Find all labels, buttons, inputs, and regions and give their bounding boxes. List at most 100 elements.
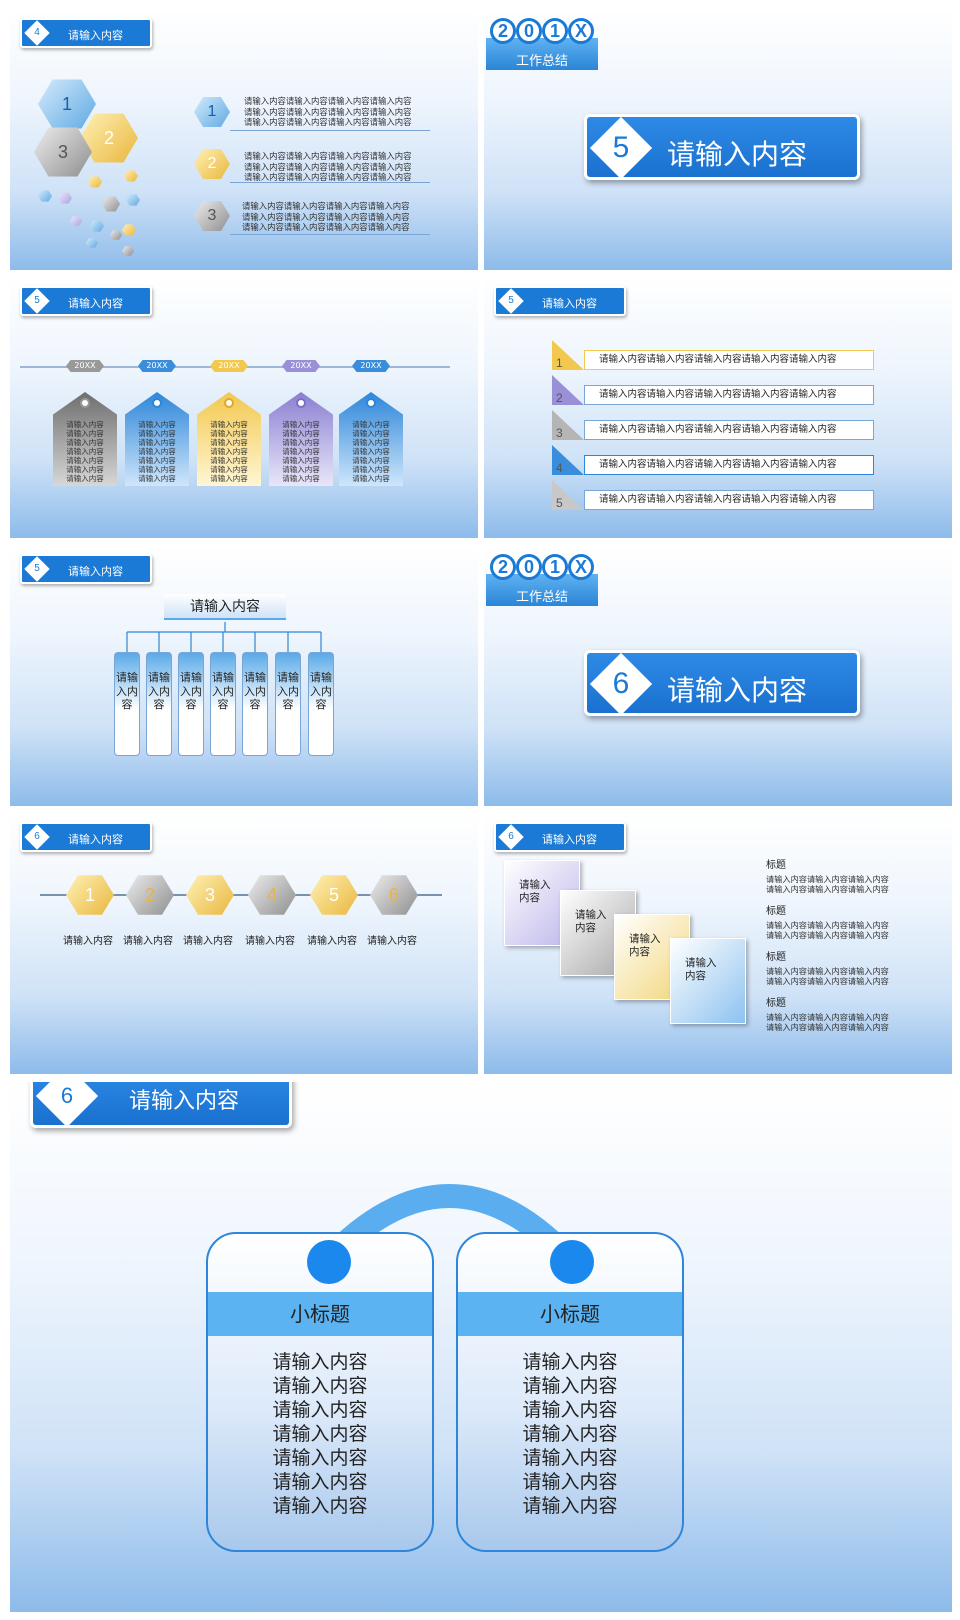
list-item: 请输入内容请输入内容请输入内容请输入内容请输入内容 xyxy=(584,490,874,510)
slide-6: 2 0 1 X 工作总结 6 请输入内容 xyxy=(484,546,952,806)
slide-9: 6 请输入内容 小标题 请输入内容 请输入内容 请输入内容 请输入内容 请输入内… xyxy=(10,1082,952,1612)
section-tag: 6 请输入内容 xyxy=(20,822,152,852)
tag-number: 6 xyxy=(34,831,40,842)
card-hole xyxy=(366,398,376,408)
step-1-hexagon: 1 xyxy=(66,875,114,915)
small-hexagon xyxy=(38,190,52,202)
slide-5: 5 请输入内容 请输入内容 请输入内容 请输入内容 请输入内容 请输入内容 请输… xyxy=(10,546,478,806)
small-hexagon xyxy=(110,230,122,240)
card-line: 请输入内容 xyxy=(522,1399,618,1421)
process-line xyxy=(40,894,442,896)
item-text: 请输入内容请输入内容请输入内容请输入内容请输入内容请输入内容 xyxy=(766,874,889,894)
step-4-hexagon: 4 xyxy=(248,875,296,915)
year-pill: 20XX xyxy=(66,360,104,372)
row-3-hexagon: 3 xyxy=(194,200,230,232)
small-hexagon xyxy=(102,196,120,212)
small-hexagon xyxy=(58,192,72,204)
small-hexagon xyxy=(122,246,134,256)
tag-label: 请输入内容 xyxy=(542,297,597,310)
item-heading: 标题 xyxy=(766,998,786,1009)
card-knob xyxy=(307,1240,351,1284)
org-column: 请输入内容 xyxy=(242,652,268,756)
triangle-blue xyxy=(552,445,584,475)
stack-card: 请输入 内容 xyxy=(670,938,746,1024)
tag-label: 请输入内容 xyxy=(68,29,123,42)
card-line: 请输入内容 xyxy=(272,1471,368,1493)
info-card-right: 小标题 请输入内容 请输入内容 请输入内容 请输入内容 请输入内容 请输入内容 … xyxy=(456,1232,684,1552)
section-number: 6 xyxy=(612,667,630,700)
row-2-hexagon: 2 xyxy=(194,148,230,180)
step-label: 请输入内容 xyxy=(307,936,357,947)
org-column: 请输入内容 xyxy=(178,652,204,756)
slide-1: 4 请输入内容 1 2 3 1 请输入内容请输入内容请输入内容请输入内容请输入内… xyxy=(10,10,478,270)
triangle-gray xyxy=(552,410,584,440)
slide-2: 2 0 1 X 工作总结 5 请输入内容 xyxy=(484,10,952,270)
card-line: 请输入内容 xyxy=(522,1471,618,1493)
card-hole xyxy=(152,398,162,408)
card-hole xyxy=(80,398,90,408)
tag-number: 5 xyxy=(34,295,40,306)
section-title: 请输入内容 xyxy=(667,138,808,171)
step-label: 请输入内容 xyxy=(245,936,295,947)
step-2-hexagon: 2 xyxy=(126,875,174,915)
year-digit: 0 xyxy=(516,554,542,580)
card-text: 请输入内容请输入内容请输入内容请输入内容请输入内容请输入内容请输入内容 xyxy=(210,420,248,483)
year-digit: 2 xyxy=(490,554,516,580)
org-column: 请输入内容 xyxy=(210,652,236,756)
org-connectors xyxy=(126,622,322,652)
section-title: 请输入内容 xyxy=(129,1089,240,1114)
card-heading: 小标题 xyxy=(458,1292,682,1336)
year-pill: 20XX xyxy=(352,360,390,372)
row-divider xyxy=(230,234,430,235)
step-label: 请输入内容 xyxy=(123,936,173,947)
step-label: 请输入内容 xyxy=(183,936,233,947)
tag-number: 5 xyxy=(34,563,40,574)
item-text: 请输入内容请输入内容请输入内容请输入内容请输入内容请输入内容 xyxy=(766,920,889,940)
year-digit: 1 xyxy=(542,554,568,580)
section-title-box: 6 请输入内容 xyxy=(584,650,860,716)
card-text: 请输入内容请输入内容请输入内容请输入内容请输入内容请输入内容请输入内容 xyxy=(282,420,320,483)
row-number: 4 xyxy=(556,461,563,475)
card-line: 请输入内容 xyxy=(522,1351,618,1373)
year-digit: X xyxy=(568,554,594,580)
year-subtitle: 工作总结 xyxy=(515,54,568,69)
triangle-purple xyxy=(552,375,584,405)
card-line: 请输入内容 xyxy=(272,1351,368,1373)
year-pill: 20XX xyxy=(138,360,176,372)
tag-label: 请输入内容 xyxy=(68,297,123,310)
year-digit: 1 xyxy=(542,18,568,44)
card-line: 请输入内容 xyxy=(272,1399,368,1421)
slide-8: 6 请输入内容 请输入 内容 请输入 内容 请输入 内容 请输入 内容 标题 请… xyxy=(484,814,952,1074)
small-hexagon xyxy=(126,194,140,206)
row-number: 1 xyxy=(556,356,563,370)
step-label: 请输入内容 xyxy=(63,936,113,947)
list-item: 请输入内容请输入内容请输入内容请输入内容请输入内容 xyxy=(584,455,874,475)
org-column: 请输入内容 xyxy=(275,652,301,756)
tag-label: 请输入内容 xyxy=(68,565,123,578)
section-tag: 6 请输入内容 xyxy=(494,822,626,852)
list-item: 请输入内容请输入内容请输入内容请输入内容请输入内容 xyxy=(584,385,874,405)
year-pill: 20XX xyxy=(282,360,320,372)
small-hexagon xyxy=(124,170,138,182)
item-text: 请输入内容请输入内容请输入内容请输入内容请输入内容请输入内容 xyxy=(766,966,889,986)
section-number: 5 xyxy=(612,131,630,164)
card-line: 请输入内容 xyxy=(272,1495,368,1517)
tag-label: 请输入内容 xyxy=(542,833,597,846)
section-title-box: 5 请输入内容 xyxy=(584,114,860,180)
org-column: 请输入内容 xyxy=(146,652,172,756)
section-tag: 4 请输入内容 xyxy=(20,18,152,48)
tag-number: 4 xyxy=(34,27,40,38)
card-hole xyxy=(296,398,306,408)
year-badge: 2 0 1 X 工作总结 xyxy=(486,546,598,606)
triangle-gray xyxy=(552,480,584,510)
item-heading: 标题 xyxy=(766,906,786,917)
row-number: 3 xyxy=(556,426,563,440)
step-3-hexagon: 3 xyxy=(186,875,234,915)
step-label: 请输入内容 xyxy=(367,936,417,947)
list-item: 请输入内容请输入内容请输入内容请输入内容请输入内容 xyxy=(584,350,874,370)
card-hole xyxy=(224,398,234,408)
slide-4: 5 请输入内容 1 2 3 4 5 请输入内容请输入内容请输入内容请输入内容请输… xyxy=(484,278,952,538)
section-title: 请输入内容 xyxy=(667,674,808,707)
item-heading: 标题 xyxy=(766,952,786,963)
card-heading: 小标题 xyxy=(208,1292,432,1336)
